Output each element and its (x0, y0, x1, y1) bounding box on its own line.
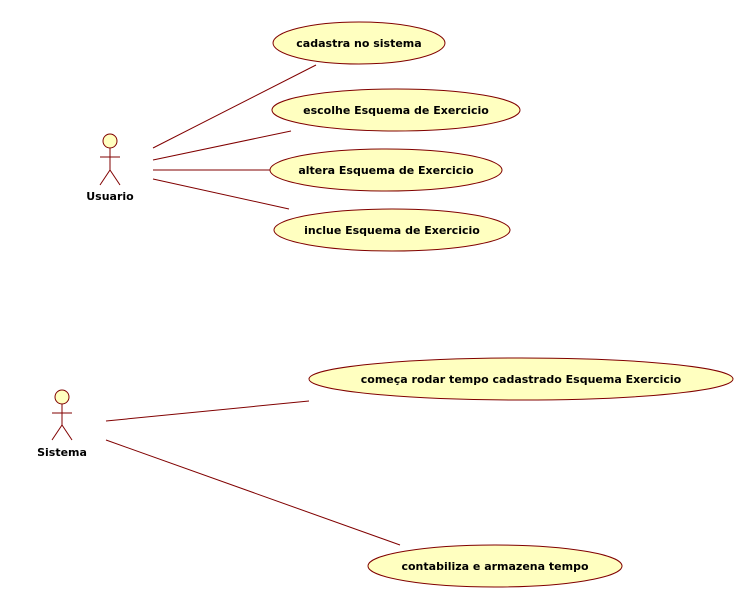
use-case-label: cadastra no sistema (296, 37, 421, 50)
associations (105, 64, 401, 546)
use-case-cadastra[interactable]: cadastra no sistema (272, 21, 446, 65)
actor-label-usuario: Usuario (86, 190, 134, 203)
actor-left-leg (99, 169, 111, 186)
association-usuario-inclue[interactable] (152, 178, 290, 210)
association-sistema-comeca[interactable] (105, 400, 310, 422)
use-case-ellipse (273, 208, 511, 252)
use-case-comeca[interactable]: começa rodar tempo cadastrado Esquema Ex… (308, 357, 734, 401)
association-usuario-escolhe[interactable] (152, 130, 292, 161)
use-case-ellipse (272, 21, 446, 65)
use-case-label: começa rodar tempo cadastrado Esquema Ex… (361, 373, 682, 386)
actor-right-leg (109, 169, 121, 186)
actor-head (102, 133, 118, 149)
association-usuario-cadastra[interactable] (152, 64, 317, 149)
use-case-ellipse (269, 148, 503, 192)
use-case-ellipse (271, 88, 521, 132)
use-case-altera[interactable]: altera Esquema de Exercicio (269, 148, 503, 192)
actor-right-leg (61, 424, 73, 441)
use-case-label: contabiliza e armazena tempo (401, 560, 588, 573)
actor-sistema[interactable] (51, 389, 73, 441)
use-case-label: escolhe Esquema de Exercicio (303, 104, 489, 117)
use-case-ellipse (367, 544, 623, 588)
use-case-label: inclue Esquema de Exercicio (304, 224, 480, 237)
use-case-escolhe[interactable]: escolhe Esquema de Exercicio (271, 88, 521, 132)
association-sistema-contabiliza[interactable] (105, 439, 401, 546)
actor-left-leg (51, 424, 63, 441)
actor-label-sistema: Sistema (37, 446, 87, 459)
actor-head (54, 389, 70, 405)
use-case-ellipse (308, 357, 734, 401)
use-case-inclue[interactable]: inclue Esquema de Exercicio (273, 208, 511, 252)
actor-usuario[interactable] (99, 133, 121, 186)
use-case-label: altera Esquema de Exercicio (298, 164, 474, 177)
use-case-contabiliza[interactable]: contabiliza e armazena tempo (367, 544, 623, 588)
